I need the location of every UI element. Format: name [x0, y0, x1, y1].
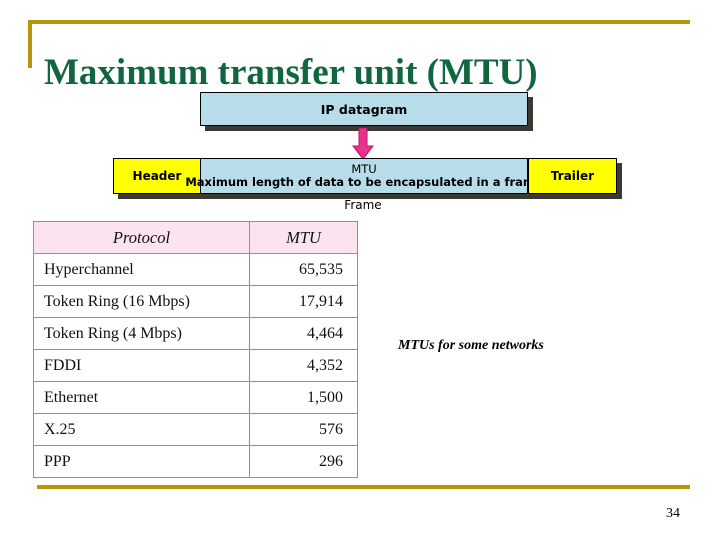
ip-datagram-box: IP datagram [200, 92, 528, 126]
cell-mtu: 65,535 [249, 253, 358, 286]
footer-rule [37, 485, 690, 489]
column-header-protocol: Protocol [33, 221, 250, 254]
frame-mtu-label: MTU [351, 161, 377, 176]
table-header-row: Protocol MTU [33, 221, 358, 254]
page-title: Maximum transfer unit (MTU) [44, 51, 538, 93]
cell-mtu: 4,464 [249, 317, 358, 350]
table-row: Hyperchannel 65,535 [33, 253, 358, 286]
cell-protocol: Ethernet [33, 381, 250, 414]
table-caption: MTUs for some networks [398, 338, 544, 353]
frame-shadow [118, 194, 622, 199]
frame-trailer-box: Trailer [528, 158, 617, 194]
cell-mtu: 1,500 [249, 381, 358, 414]
cell-mtu: 576 [249, 413, 358, 446]
mtu-table: Protocol MTU Hyperchannel 65,535 Token R… [33, 221, 358, 478]
ip-datagram-shadow-side [528, 97, 533, 131]
table-row: FDDI 4,352 [33, 349, 358, 382]
table-row: Token Ring (4 Mbps) 4,464 [33, 317, 358, 350]
table-row: PPP 296 [33, 445, 358, 478]
ip-datagram-label: IP datagram [320, 101, 408, 117]
cell-mtu: 4,352 [249, 349, 358, 382]
frame-mtu-box: MTU Maximum length of data to be encapsu… [185, 158, 543, 194]
cell-protocol: X.25 [33, 413, 250, 446]
ip-datagram-shadow [205, 126, 533, 131]
cell-protocol: Hyperchannel [33, 253, 250, 286]
page-number: 34 [666, 506, 680, 521]
frame-shadow-side [617, 163, 622, 199]
cell-mtu: 296 [249, 445, 358, 478]
frame-trailer-label: Trailer [550, 169, 595, 183]
title-top-rule [28, 20, 690, 24]
column-header-mtu: MTU [249, 221, 358, 254]
table-row: Token Ring (16 Mbps) 17,914 [33, 285, 358, 318]
cell-protocol: Token Ring (16 Mbps) [33, 285, 250, 318]
frame-mtu-description: Maximum length of data to be encapsulate… [185, 175, 543, 189]
cell-protocol: Token Ring (4 Mbps) [33, 317, 250, 350]
frame-header-label: Header [132, 169, 182, 183]
down-arrow-icon [352, 128, 374, 160]
table-row: Ethernet 1,500 [33, 381, 358, 414]
cell-protocol: FDDI [33, 349, 250, 382]
cell-mtu: 17,914 [249, 285, 358, 318]
frame-header-box: Header [113, 158, 201, 194]
table-row: X.25 576 [33, 413, 358, 446]
frame-caption: Frame [344, 198, 382, 212]
title-left-rule [28, 20, 32, 68]
cell-protocol: PPP [33, 445, 250, 478]
